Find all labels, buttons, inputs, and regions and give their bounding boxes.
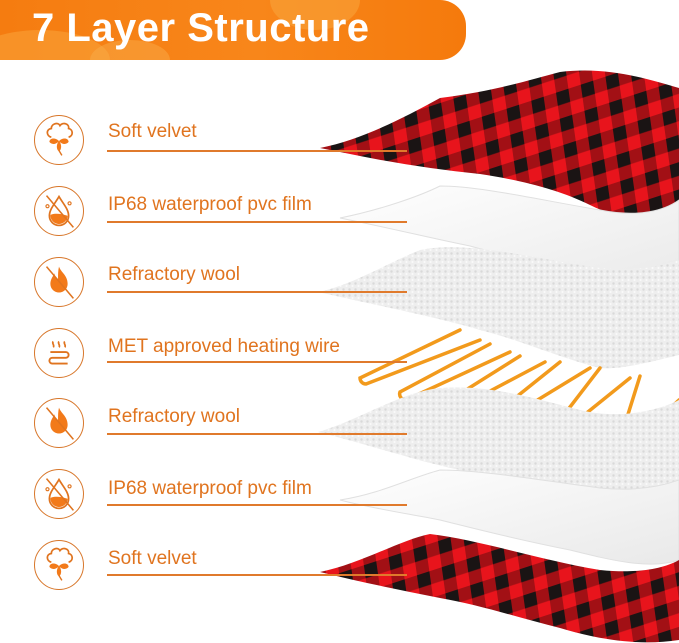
banner-decoration [90, 40, 170, 60]
layer-row: Refractory wool [0, 249, 679, 319]
layer-label: Soft velvet [108, 121, 197, 142]
cotton-icon [34, 115, 84, 165]
leader-line [107, 150, 407, 152]
wool-top [318, 247, 679, 369]
layer-illustration [318, 70, 679, 643]
page-title: 7 Layer Structure [32, 6, 370, 50]
layer-row: MET approved heating wire [0, 320, 679, 390]
title-banner: 7 Layer Structure [0, 0, 466, 60]
no-flame-icon [34, 398, 84, 448]
layer-label: Soft velvet [108, 548, 197, 569]
layer-label: Refractory wool [108, 264, 240, 285]
layer-label: IP68 waterproof pvc film [108, 194, 312, 215]
heat-wire-icon [34, 328, 84, 378]
layer-row: Soft velvet [0, 532, 679, 602]
layer-row: Soft velvet [0, 107, 679, 177]
layer-row: IP68 waterproof pvc film [0, 461, 679, 531]
leader-line [107, 574, 407, 576]
leader-line [107, 504, 407, 506]
pvc-film-bottom [339, 469, 679, 565]
pvc-film-top [339, 185, 679, 295]
leader-line [107, 221, 407, 223]
layer-label: IP68 waterproof pvc film [108, 478, 312, 499]
layer-row: Refractory wool [0, 390, 679, 460]
layer-label: MET approved heating wire [108, 336, 340, 357]
waterproof-drop-icon [34, 186, 84, 236]
leader-line [107, 433, 407, 435]
no-flame-icon [34, 257, 84, 307]
leader-line [107, 361, 407, 363]
waterproof-drop-icon [34, 469, 84, 519]
plaid-velvet-top [320, 70, 679, 218]
wool-bottom [318, 387, 679, 503]
layer-label: Refractory wool [108, 406, 240, 427]
cotton-icon [34, 540, 84, 590]
plaid-velvet-bottom [320, 534, 679, 643]
leader-line [107, 291, 407, 293]
layer-row: IP68 waterproof pvc film [0, 178, 679, 248]
